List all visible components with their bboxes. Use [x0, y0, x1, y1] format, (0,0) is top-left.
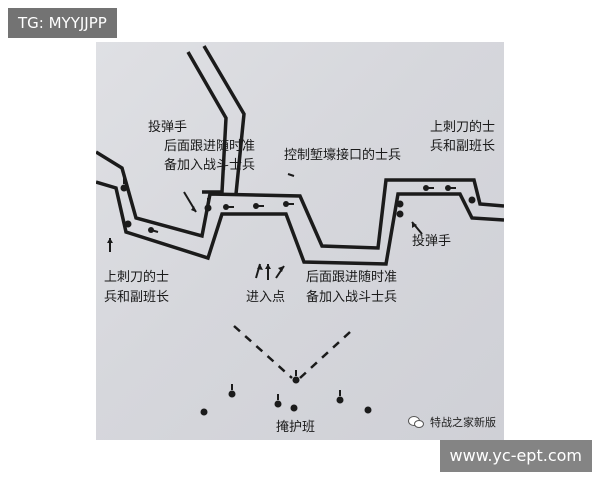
- soldier-icon: [204, 204, 212, 212]
- label-followers-top-line2: 备加入战斗士兵: [164, 158, 256, 173]
- watermark-bottom: www.yc-ept.com: [439, 440, 592, 472]
- approach-trench-left-wall: [186, 51, 228, 194]
- trench-diagram: [96, 45, 504, 416]
- wechat-icon: [408, 416, 424, 428]
- cover-soldier-icon: [200, 408, 208, 416]
- soldier-icon: [396, 210, 404, 218]
- wechat-label: 特战之家新版: [430, 416, 496, 429]
- trench-lower-wall: [96, 180, 504, 266]
- dashed-line-right: [299, 331, 351, 379]
- label-followers-top-line1: 后面跟进随时准: [164, 139, 256, 154]
- cover-soldier-icon: [292, 376, 300, 384]
- label-grenadier-right: 投弹手: [412, 234, 452, 249]
- soldier-icon: [124, 220, 132, 228]
- watermark-top: TG: MYYJJPP: [8, 8, 117, 38]
- soldier-icon: [468, 196, 476, 204]
- dashed-line-left: [233, 325, 293, 379]
- soldier-icon: [120, 184, 128, 192]
- cover-soldier-icon: [228, 390, 236, 398]
- trench-diagram-photo: 投弹手 后面跟进随时准 备加入战斗士兵 控制堑壕接口的士兵 上刺刀的士 兵和副班…: [96, 42, 504, 440]
- cover-soldier-icon: [364, 406, 372, 414]
- label-bayonet-left-line1: 上刺刀的士: [104, 270, 170, 285]
- soldier-icon: [396, 200, 404, 208]
- cover-soldier-icon: [336, 396, 344, 404]
- label-bayonet-right-line1: 上刺刀的士: [430, 120, 496, 135]
- label-cover-squad: 掩护班: [276, 420, 316, 435]
- approach-trench-right-wall: [202, 45, 246, 195]
- label-bayonet-left-line2: 兵和副班长: [104, 290, 170, 305]
- cover-soldier-icon: [290, 404, 298, 412]
- label-followers-bottom-line2: 备加入战斗士兵: [306, 290, 398, 305]
- wechat-watermark: 特战之家新版: [408, 414, 496, 430]
- label-followers-bottom-line1: 后面跟进随时准: [306, 270, 398, 285]
- cover-soldier-icon: [274, 400, 282, 408]
- label-bayonet-right-line2: 兵和副班长: [430, 139, 496, 154]
- label-control-junction: 控制堑壕接口的士兵: [284, 148, 402, 163]
- label-entry-point: 进入点: [246, 290, 286, 305]
- trench-upper-wall: [96, 150, 504, 250]
- arrow-control: [287, 173, 295, 177]
- label-grenadier-left: 投弹手: [148, 120, 188, 135]
